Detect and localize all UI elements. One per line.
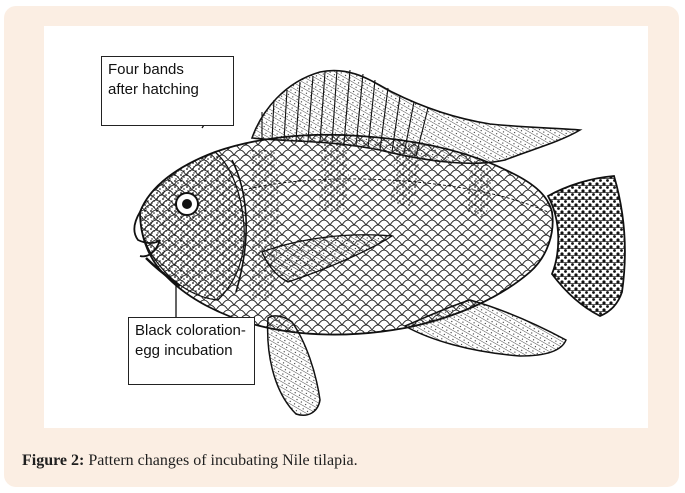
label-four-bands: Four bands after hatching — [101, 56, 234, 126]
caption-text: Pattern changes of incubating Nile tilap… — [84, 452, 357, 469]
label-four-bands-line1: Four bands — [108, 60, 227, 80]
band-3 — [390, 142, 419, 206]
figure-caption: Figure 2: Pattern changes of incubating … — [22, 452, 358, 470]
label-black-line1: Black coloration- — [135, 321, 248, 341]
label-black-line2: egg incubation — [135, 341, 248, 361]
caudal-fin — [548, 176, 625, 316]
head-region — [140, 152, 244, 300]
caption-prefix: Figure 2: — [22, 452, 84, 469]
label-black-coloration: Black coloration- egg incubation — [128, 317, 255, 385]
band-2 — [318, 136, 349, 212]
label-four-bands-line2: after hatching — [108, 80, 227, 100]
